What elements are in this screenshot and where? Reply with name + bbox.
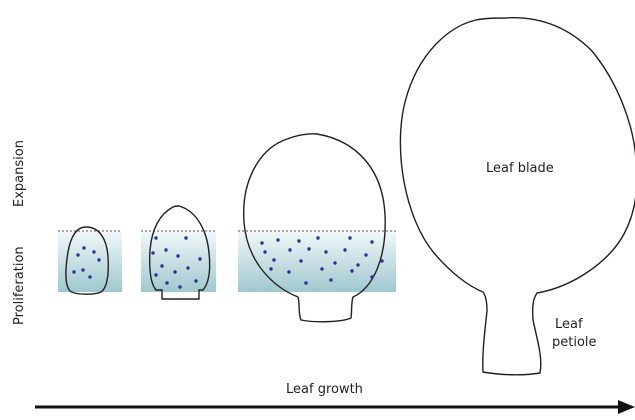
- cell-dot-stage-3: [356, 263, 359, 266]
- cell-dot-stage-3: [269, 267, 272, 270]
- cell-dot-stage-3: [263, 250, 266, 253]
- leaf-petiole-label-line1: Leaf: [555, 317, 583, 332]
- cell-dot-stage-2: [186, 266, 189, 269]
- cell-dot-stage-3: [348, 236, 351, 239]
- cell-dot-stage-3: [380, 259, 383, 262]
- growth-arrow-head: [618, 400, 635, 414]
- proliferation-label: Proliferation: [12, 246, 27, 325]
- cell-dot-stage-3: [329, 278, 332, 281]
- cell-dot-stage-3: [297, 239, 300, 242]
- cell-dot-stage-1: [81, 268, 84, 271]
- cell-dot-stage-2: [164, 248, 167, 251]
- cell-dot-stage-3: [364, 253, 367, 256]
- cell-dot-stage-2: [178, 285, 181, 288]
- cell-dot-stage-3: [304, 281, 307, 284]
- cell-dot-stage-1: [72, 270, 75, 273]
- cell-dot-stage-3: [307, 247, 310, 250]
- cell-dot-stage-2: [176, 254, 179, 257]
- cell-dot-stage-3: [370, 275, 373, 278]
- cell-dot-stage-1: [92, 250, 95, 253]
- leaf-petiole-label-line2: petiole: [552, 335, 597, 350]
- cell-dot-stage-3: [299, 259, 302, 262]
- cell-dot-stage-2: [184, 236, 187, 239]
- cell-dot-stage-3: [350, 269, 353, 272]
- cell-dot-stage-3: [316, 236, 319, 239]
- cell-dot-stage-3: [324, 250, 327, 253]
- cell-dot-stage-3: [320, 267, 323, 270]
- cell-dot-stage-1: [88, 275, 91, 278]
- cell-dot-stage-2: [160, 264, 163, 267]
- cell-dot-stage-2: [154, 273, 157, 276]
- cell-dot-stage-2: [198, 257, 201, 260]
- cell-dot-stage-3: [288, 248, 291, 251]
- cell-dot-stage-2: [154, 236, 157, 239]
- leaf-growth-label: Leaf growth: [286, 382, 363, 397]
- cell-dot-stage-1: [97, 258, 100, 261]
- cell-dot-stage-3: [333, 261, 336, 264]
- proliferation-zone-3: [238, 231, 396, 292]
- cell-dot-stage-3: [287, 270, 290, 273]
- cell-dot-stage-2: [151, 251, 154, 254]
- leaf-blade-label: Leaf blade: [486, 161, 554, 176]
- cell-dot-stage-2: [194, 279, 197, 282]
- cell-dot-stage-1: [82, 246, 85, 249]
- cell-dot-stage-3: [276, 238, 279, 241]
- cell-dot-stage-2: [165, 281, 168, 284]
- cell-dot-stage-3: [343, 248, 346, 251]
- proliferation-zone-1: [58, 231, 122, 292]
- cell-dot-stage-3: [272, 258, 275, 261]
- cell-dot-stage-3: [370, 240, 373, 243]
- leaf-outline-stage-3: [244, 134, 386, 322]
- cell-dot-stage-2: [173, 270, 176, 273]
- cell-dot-stage-1: [76, 253, 79, 256]
- expansion-label: Expansion: [12, 140, 27, 207]
- cell-dot-stage-3: [260, 241, 263, 244]
- leaf-outline-stage-4: [400, 18, 635, 375]
